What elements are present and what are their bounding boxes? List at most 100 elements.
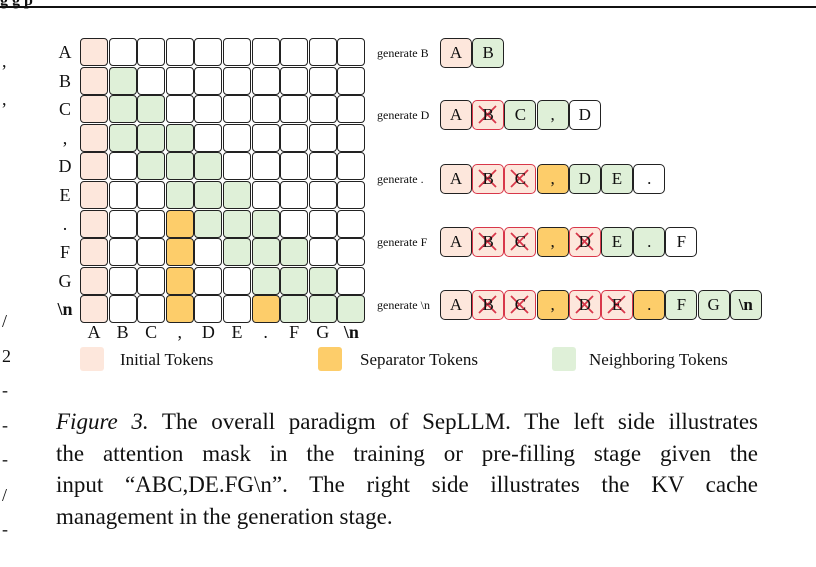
kv-token: D [568,100,601,130]
generation-label: generate F [377,235,428,249]
evicted-kv-token: B [472,290,505,320]
kv-token-label: A [449,105,463,124]
mask-cell [80,266,108,295]
matrix-row-label: F [59,242,70,263]
mask-cell [280,181,309,209]
mask-cell [108,181,137,209]
mask-cell [337,266,366,295]
kv-token: , [536,100,569,130]
caption-line-1: Figure 3. The overall paradigm of SepLLM… [56,406,758,438]
kv-token-label: D [578,105,591,124]
kv-token: E [601,164,633,194]
mask-cell [194,123,223,152]
mask-cell [337,152,366,181]
kv-token: A [440,100,472,130]
kv-token: F [665,227,698,257]
margin-mark: - [2,380,8,400]
mask-cell [194,238,223,267]
mask-cell [165,295,194,324]
kv-token: A [440,227,472,257]
kv-token-label: B [482,169,494,188]
mask-cell [308,66,337,95]
mask-cell [337,209,366,238]
mask-cell [251,209,280,238]
matrix-row-label: C [58,99,71,120]
mask-cell [308,95,337,124]
matrix-col-label: F [289,322,300,342]
kv-token: E [601,227,633,257]
mask-cell [280,95,309,124]
mask-cell [223,123,251,152]
mask-cell [223,181,251,209]
matrix-col-label: G [316,322,330,342]
kv-token-label: D [578,169,591,188]
mask-cell [165,209,194,238]
mask-cell [108,95,137,124]
caption-line-4: management in the generation stage. [56,503,393,529]
mask-cell [280,66,309,95]
evicted-kv-token: E [601,290,633,320]
caption-line-1-text: The overall paradigm of SepLLM. The left… [148,409,759,434]
kv-token: G [697,290,730,320]
mask-cell [280,152,309,181]
kv-token-label: . [647,169,652,188]
mask-cell [165,152,194,181]
mask-cell [251,181,280,209]
evicted-kv-token: B [472,100,505,130]
mask-cell [223,295,251,324]
margin-mark: / [2,485,8,505]
matrix-row-label: , [62,127,68,148]
mask-cell [108,295,137,324]
mask-cell [308,238,337,267]
mask-cell [280,266,309,295]
legend-neighboring-swatch [552,347,576,371]
mask-cell [194,66,223,95]
kv-token-label: E [611,232,623,251]
margin-mark: 2 [2,346,11,366]
kv-token-label: B [482,232,494,251]
mask-cell [223,238,251,267]
mask-cell [251,152,280,181]
legend-separator-swatch [318,347,342,371]
mask-cell [223,152,251,181]
mask-cell [165,181,194,209]
mask-cell [108,123,137,152]
mask-cell [137,181,166,209]
mask-cell [194,38,223,66]
caption-line-3: input “ABC,DE.FG\n”. The right side illu… [56,472,758,497]
kv-token-label: E [611,169,623,188]
mask-cell [337,38,366,66]
kv-token: . [633,227,666,257]
kv-token-label: A [449,169,463,188]
mask-cell [337,66,366,95]
mask-cell [251,66,280,95]
mask-cell [251,38,280,66]
mask-cell [137,66,166,95]
matrix-row-label: G [58,270,72,291]
kv-token-label: C [514,105,527,124]
kv-token-label: , [550,232,555,251]
mask-cell [194,95,223,124]
generation-label: generate D [377,108,430,122]
mask-cell [251,295,280,324]
mask-cell [108,38,137,66]
mask-cell [308,295,337,324]
mask-cell [108,209,137,238]
mask-cell [165,66,194,95]
mask-cell [251,123,280,152]
kv-token: A [440,38,472,68]
left-margin-marks: ,,/2---/- [0,0,20,567]
kv-token-label: D [578,295,591,314]
mask-cell [308,181,337,209]
caption-figure-label: Figure 3. [56,409,149,434]
mask-cell [308,38,337,66]
kv-token-label: C [514,232,527,251]
mask-cell [80,295,108,324]
mask-cell [137,295,166,324]
matrix-col-label: . [263,322,268,342]
matrix-col-label: A [87,322,101,342]
mask-cell [308,123,337,152]
matrix-row-label: \n [57,299,73,320]
margin-mark: - [2,519,8,539]
